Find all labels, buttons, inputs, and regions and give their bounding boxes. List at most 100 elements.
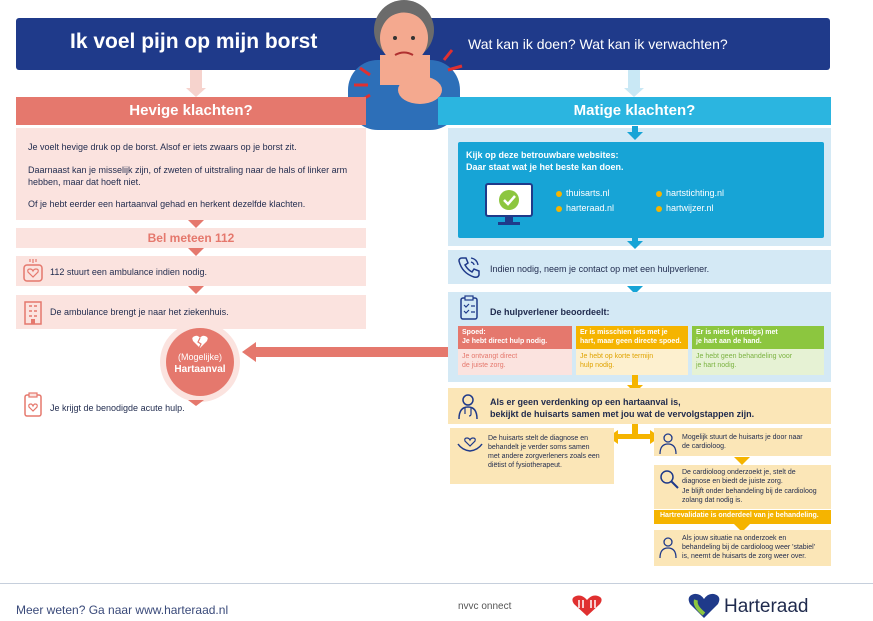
col-nothing-head-2: je hart aan de hand.: [696, 338, 762, 345]
arrow-down: [188, 286, 204, 294]
severe-intro-2: Daarnaast kan je misselijk zijn, of zwet…: [28, 165, 348, 187]
arrow-stem: [632, 424, 638, 438]
referral-text-1: Mogelijk stuurt de huisarts je door naar: [682, 434, 803, 441]
header-arrow-right-stem: [628, 70, 640, 90]
broken-heart-icon: [192, 335, 208, 349]
heart-monitor-icon: [23, 259, 43, 282]
doctor-icon: [659, 433, 677, 455]
suspicion-text-2: bekijkt de huisarts samen met jou wat de…: [490, 409, 755, 419]
col-urgent-body: [458, 349, 572, 375]
header-arrow-right: [624, 88, 644, 97]
hands-heart-icon: [457, 437, 483, 452]
contact-text: Indien nodig, neem je contact op met een…: [490, 264, 710, 274]
bullet: [656, 191, 662, 197]
arrow-down: [734, 524, 750, 532]
col-urgent-head-1: Spoed:: [462, 329, 486, 336]
urgent-arrow-stem: [255, 347, 459, 357]
assess-text: De hulpverlener beoordeelt:: [490, 307, 610, 317]
col-nothing-head: [692, 326, 824, 349]
heart-attack-label-bottom: Hartaanval: [174, 364, 226, 375]
rehab-banner: [654, 510, 831, 524]
suspicion-text-1: Als er geen verdenking op een hartaanval…: [490, 397, 681, 407]
col-soon-body-1: Je hebt op korte termijn: [580, 353, 654, 360]
magnifier-icon: [660, 470, 679, 489]
footer-divider: [0, 583, 873, 584]
arrow-stem: [632, 126, 638, 134]
severe-intro-box: [16, 128, 366, 220]
phone-icon: [458, 257, 480, 278]
heading-severe-complaints: Hevige klachten?: [16, 97, 366, 125]
gp-text-4: diëtist of fysiotherapeut.: [488, 462, 562, 469]
call-112-label: Bel meteen 112: [147, 231, 235, 245]
col-nothing-body-1: Je hebt geen behandeling voor: [696, 353, 793, 360]
footer-more-link[interactable]: Meer weten? Ga naar www.harteraad.nl: [16, 603, 229, 617]
call-112-box: [16, 228, 366, 248]
website-link-hartwijzer[interactable]: hartwijzer.nl: [666, 203, 714, 213]
cardio-box: [654, 465, 831, 509]
arrow-down: [627, 132, 643, 140]
clipboard-icon: [460, 295, 478, 320]
col-soon-body-2: hulp nodig.: [580, 362, 615, 369]
bullet: [656, 206, 662, 212]
col-urgent-body-1: Je ontvangt direct: [462, 353, 518, 360]
page-title: Ik voel pijn op mijn borst: [70, 30, 318, 53]
website-link-harteraad[interactable]: harteraad.nl: [566, 203, 615, 213]
rehab-text: Hartrevalidatie is onderdeel van je beha…: [660, 512, 819, 519]
referral-text-2: de cardioloog.: [682, 443, 726, 450]
arrow-down: [188, 248, 204, 256]
website-link-thuisarts[interactable]: thuisarts.nl: [566, 188, 610, 198]
gp-text-2: behandelt je verder soms samen: [488, 444, 590, 451]
harteraad-wordmark: Harteraad: [724, 596, 809, 617]
stable-text-1: Als jouw situatie na onderzoek en: [682, 535, 787, 542]
person-chest-pain-illustration: [348, 0, 463, 130]
harteraad-heart-logo: [688, 593, 720, 618]
col-nothing-body-2: je hart nodig.: [696, 362, 737, 369]
arrow-down: [188, 400, 204, 406]
bullet: [556, 206, 562, 212]
arrow-down: [734, 457, 750, 465]
page-subtitle: Wat kan ik doen? Wat kan ik verwachten?: [468, 36, 728, 52]
websites-intro-2: Daar staat wat je het beste kan doen.: [466, 162, 624, 172]
doctor-icon: [458, 394, 478, 420]
hospital-text: De ambulance brengt je naar het ziekenhu…: [50, 307, 229, 317]
urgent-arrow-head: [242, 342, 256, 362]
cardiology-logo: [572, 595, 602, 616]
website-link-hartstichting[interactable]: hartstichting.nl: [666, 188, 725, 198]
nvvc-logo: nvvc onnect: [458, 601, 512, 612]
gp-box: [450, 428, 614, 484]
stable-box: [654, 530, 831, 566]
col-urgent-head-2: Je hebt direct hulp nodig.: [462, 338, 548, 345]
cardio-text-4: zolang dat nodig is.: [682, 497, 743, 504]
severe-intro-3: Of je hebt eerder een hartaanval gehad e…: [28, 199, 306, 209]
col-urgent-body-2: de juiste zorg.: [462, 362, 506, 369]
contact-box: [448, 250, 831, 284]
suspicion-box: [448, 388, 831, 424]
gp-text-1: De huisarts stelt de diagnose en: [488, 435, 589, 442]
care-text: Je krijgt de benodigde acute hulp.: [50, 403, 185, 413]
cardio-text-3: Je blijft onder behandeling bij de cardi…: [682, 488, 817, 495]
ambulance-box: [16, 256, 366, 286]
websites-intro: Kijk op deze betrouwbare websites:: [466, 150, 619, 160]
header-arrow-left: [186, 88, 206, 97]
col-nothing-head-1: Er is niets (ernstigs) met: [696, 329, 778, 336]
col-soon-head: [576, 326, 688, 349]
cardio-text-2: diagnose en biedt de juiste zorg.: [682, 478, 783, 485]
arrow-down: [627, 241, 643, 249]
doctor-icon: [659, 537, 677, 559]
arrow-stem: [632, 238, 638, 242]
stable-text-3: is, neemt de huisarts de zorg weer over.: [682, 553, 807, 560]
referral-box: [654, 428, 831, 456]
stable-text-2: behandeling bij de cardioloog weer 'stab…: [682, 544, 816, 551]
arrow-stem: [632, 375, 638, 387]
header-arrow-left-stem: [190, 70, 202, 90]
hospital-icon: [24, 301, 42, 325]
arrow-down: [627, 286, 643, 294]
split-bar: [618, 434, 652, 439]
arrow-down: [188, 220, 204, 228]
cardio-text-1: De cardioloog onderzoekt je, stelt de: [682, 469, 796, 476]
monitor-check-icon: [485, 183, 533, 225]
col-soon-head-2: hart, maar geen directe spoed.: [580, 338, 682, 345]
severe-intro-1: Je voelt hevige druk op de borst. Alsof …: [28, 142, 297, 152]
col-urgent-head: [458, 326, 572, 349]
col-soon-body: [576, 349, 688, 375]
